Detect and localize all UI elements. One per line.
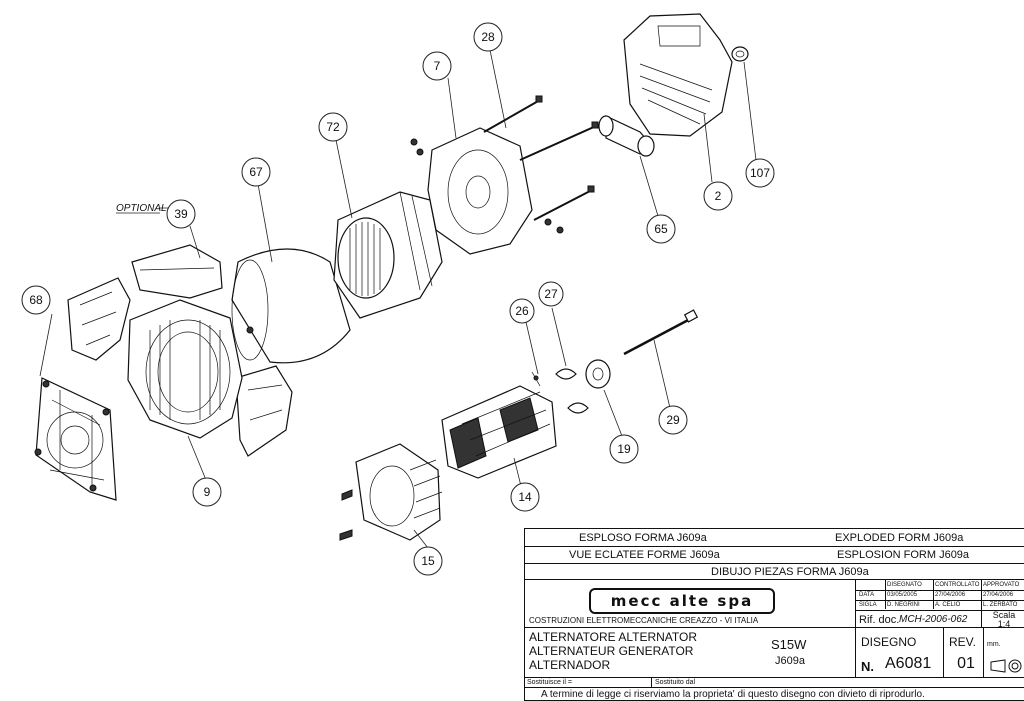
sostituisce: Sostituisce il = bbox=[527, 679, 572, 686]
sigla-disegnato: D. NEGRINI bbox=[887, 602, 920, 608]
callout-9: 9 bbox=[192, 477, 222, 507]
svg-text:28: 28 bbox=[481, 30, 495, 44]
callout-2: 2 bbox=[703, 181, 733, 211]
callout-15: 15 bbox=[413, 546, 443, 576]
title-row-2: VUE ECLATEE FORME J609a ESPLOSION FORM J… bbox=[525, 547, 1024, 564]
projection-symbol-icon bbox=[990, 659, 1022, 673]
data-approvato: 27/04/2006 bbox=[983, 592, 1014, 598]
callout-68: 68 bbox=[21, 285, 51, 315]
part-15-fan bbox=[339, 443, 443, 541]
svg-text:7: 7 bbox=[434, 59, 441, 73]
title-block: ESPLOSO FORMA J609a EXPLODED FORM J609a … bbox=[524, 528, 1024, 701]
part-65-capacitor bbox=[598, 115, 655, 157]
part-26-pin bbox=[531, 371, 541, 387]
callout-26: 26 bbox=[509, 298, 535, 324]
rev-value: 01 bbox=[957, 655, 975, 672]
svg-text:26: 26 bbox=[515, 304, 529, 318]
sostituito: Sostituito dal bbox=[655, 679, 696, 686]
part-2-cover bbox=[623, 13, 733, 137]
company-row: mecc alte spa COSTRUZIONI ELETTROMECCANI… bbox=[525, 580, 1024, 628]
title-italian: ESPLOSO FORMA J609a bbox=[579, 531, 707, 544]
model-code: S15W bbox=[771, 636, 807, 652]
svg-text:27: 27 bbox=[544, 287, 558, 301]
svg-text:107: 107 bbox=[750, 166, 770, 180]
scala-value: 1:4 bbox=[997, 619, 1011, 628]
callout-7: 7 bbox=[422, 51, 452, 81]
svg-text:67: 67 bbox=[249, 165, 263, 179]
callout-29: 29 bbox=[658, 405, 688, 435]
svg-text:72: 72 bbox=[326, 120, 340, 134]
svg-text:65: 65 bbox=[654, 222, 668, 236]
part-72-stator bbox=[333, 191, 443, 319]
model-sub: J609a bbox=[775, 655, 805, 667]
callout-14: 14 bbox=[510, 482, 540, 512]
footer-row: A termine di legge ci riserviamo la prop… bbox=[525, 688, 1024, 701]
part-9-adaptor bbox=[127, 299, 243, 439]
col-controllato: CONTROLLATO bbox=[935, 582, 980, 588]
rev-label: REV. bbox=[949, 635, 976, 649]
svg-text:14: 14 bbox=[518, 490, 532, 504]
callout-107: 107 bbox=[745, 158, 775, 188]
optional-label: OPTIONAL bbox=[116, 203, 167, 214]
desc-line-2: ALTERNATEUR GENERATOR bbox=[529, 644, 694, 658]
callout-65: 65 bbox=[646, 214, 676, 244]
data-disegnato: 03/05/2005 bbox=[887, 592, 918, 598]
substitution-row: Sostituisce il = Sostituito dal bbox=[525, 678, 1024, 688]
title-spanish: ESPLOSION FORM J609a bbox=[837, 549, 970, 561]
title-english: EXPLODED FORM J609a bbox=[835, 531, 964, 544]
svg-text:19: 19 bbox=[617, 442, 631, 456]
title-row-1: ESPLOSO FORMA J609a EXPLODED FORM J609a bbox=[525, 529, 1024, 547]
desc-line-1: ALTERNATORE ALTERNATOR bbox=[529, 630, 698, 644]
part-68-end-shield bbox=[34, 377, 117, 501]
leader-lines bbox=[39, 49, 757, 549]
callout-27: 27 bbox=[538, 281, 564, 307]
sigla-approvato: L. ZERBATO bbox=[983, 602, 1018, 608]
svg-text:2: 2 bbox=[715, 189, 722, 203]
svg-text:68: 68 bbox=[29, 293, 43, 307]
col-approvato: APPROVATO bbox=[983, 582, 1020, 588]
col-disegnato: DISEGNATO bbox=[887, 582, 922, 588]
callout-19: 19 bbox=[609, 434, 639, 464]
sigla-controllato: A. CELIO bbox=[935, 602, 961, 608]
part-39-cover-set bbox=[67, 244, 293, 457]
title-pieces: DIBUJO PIEZAS FORMA J609a bbox=[711, 565, 869, 578]
data-label: DATA bbox=[859, 592, 875, 598]
desc-line-3: ALTERNADOR bbox=[529, 658, 611, 672]
svg-text:15: 15 bbox=[421, 554, 435, 568]
part-29-tie-rod bbox=[623, 309, 699, 356]
disegno-label: DISEGNO bbox=[861, 635, 917, 649]
n-label: N. bbox=[861, 658, 874, 674]
callout-39: 39 bbox=[166, 199, 196, 229]
title-french: VUE ECLATEE FORME J609a bbox=[569, 549, 720, 561]
part-7-front-shield bbox=[410, 127, 564, 255]
rif-value: MCH-2006-062 bbox=[899, 614, 968, 625]
description-row: ALTERNATORE ALTERNATOR ALTERNATEUR GENER… bbox=[525, 628, 1024, 678]
title-row-3: DIBUJO PIEZAS FORMA J609a bbox=[525, 564, 1024, 580]
company-logo: mecc alte spa bbox=[589, 588, 775, 614]
callout-28: 28 bbox=[473, 22, 503, 52]
rif-label: Rif. doc. bbox=[859, 613, 899, 626]
svg-text:29: 29 bbox=[666, 413, 680, 427]
svg-text:39: 39 bbox=[174, 207, 188, 221]
part-107-cap bbox=[731, 46, 749, 62]
company-description: COSTRUZIONI ELETTROMECCANICHE CREAZZO - … bbox=[529, 615, 759, 625]
drawing-number: A6081 bbox=[885, 655, 932, 672]
units: mm. bbox=[987, 640, 1001, 648]
callout-72: 72 bbox=[318, 112, 348, 142]
scala-label: Scala bbox=[992, 611, 1016, 619]
svg-text:9: 9 bbox=[204, 485, 211, 499]
data-controllato: 27/04/2006 bbox=[935, 592, 966, 598]
part-14-rotor bbox=[441, 385, 557, 479]
part-28-bolts bbox=[483, 95, 599, 221]
callout-67: 67 bbox=[241, 157, 271, 187]
part-67-band bbox=[231, 248, 351, 364]
copyright-notice: A termine di legge ci riserviamo la prop… bbox=[541, 689, 925, 700]
part-19-bearing bbox=[585, 359, 611, 389]
part-27-key bbox=[555, 368, 589, 414]
sigla-label: SIGLA bbox=[859, 602, 877, 608]
